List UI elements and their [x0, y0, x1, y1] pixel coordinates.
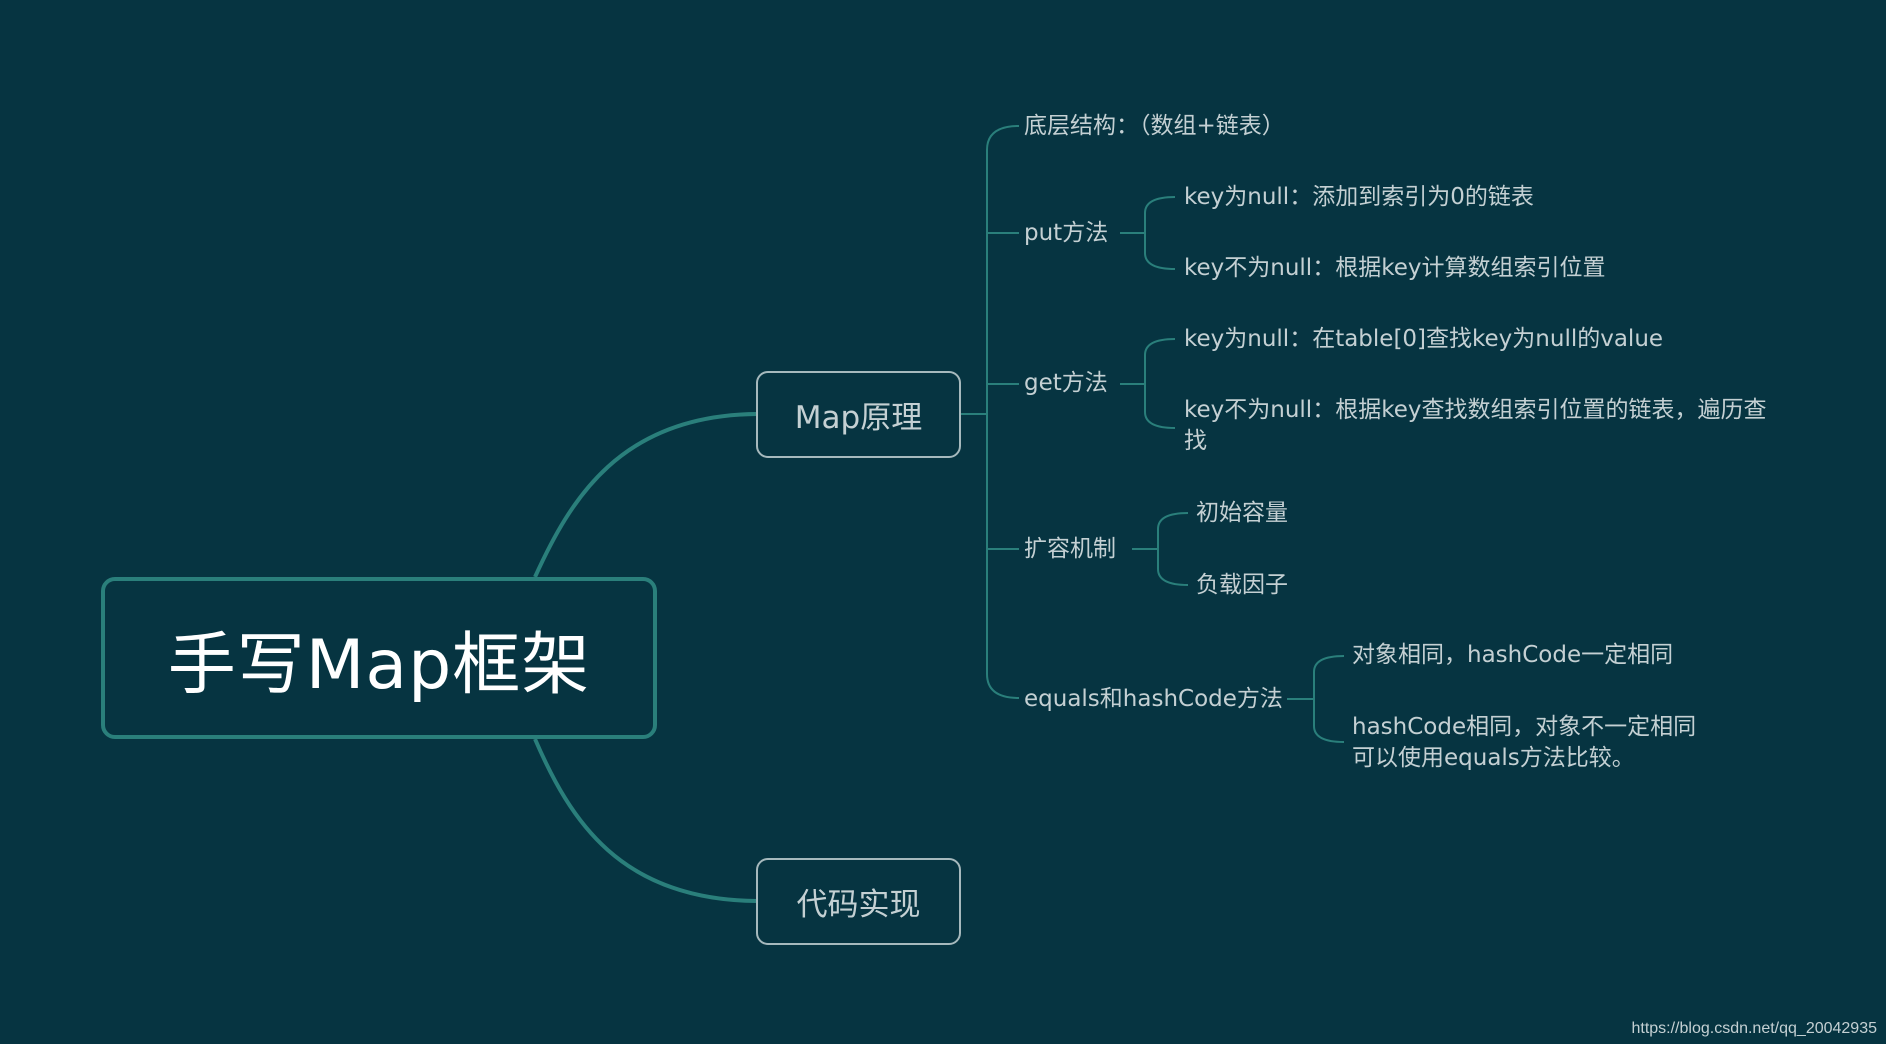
node-get-key-not-null[interactable]: key不为null：根据key查找数组索引位置的链表，遍历查找 [1184, 397, 1767, 454]
connector-expand-spine [1157, 512, 1189, 586]
node-get-method[interactable]: get方法 [1024, 370, 1108, 396]
node-same-hashcode-line1: hashCode相同，对象不一定相同 [1352, 714, 1697, 740]
connector-root-to-code-impl [533, 738, 758, 903]
connector-map-principle-spine [986, 125, 1020, 699]
node-equals-hashcode[interactable]: equals和hashCode方法 [1024, 686, 1283, 712]
node-map-principle[interactable]: Map原理 [756, 371, 961, 458]
watermark: https://blog.csdn.net/qq_20042935 [1631, 1020, 1877, 1037]
node-underlying-structure[interactable]: 底层结构：（数组+链表） [1024, 113, 1285, 139]
connector-put-spine [1144, 196, 1176, 270]
node-load-factor[interactable]: 负载因子 [1196, 572, 1288, 598]
node-put-key-not-null[interactable]: key不为null：根据key计算数组索引位置 [1184, 255, 1606, 281]
node-get-key-null[interactable]: key为null：在table[0]查找key为null的value [1184, 326, 1664, 352]
connector-equals-spine [1313, 655, 1345, 743]
node-put-method[interactable]: put方法 [1024, 220, 1109, 246]
node-expansion-mechanism[interactable]: 扩容机制 [1024, 536, 1116, 562]
node-code-implementation-label: 代码实现 [796, 887, 921, 923]
node-initial-capacity[interactable]: 初始容量 [1196, 500, 1288, 526]
node-put-key-null[interactable]: key为null：添加到索引为0的链表 [1184, 184, 1534, 210]
node-code-implementation[interactable]: 代码实现 [756, 858, 961, 945]
connector-root-to-map-principle [533, 412, 758, 578]
node-map-principle-label: Map原理 [794, 400, 923, 436]
node-same-object-same-hashcode[interactable]: 对象相同，hashCode一定相同 [1352, 642, 1674, 668]
node-same-hashcode-not-same-object[interactable]: hashCode相同，对象不一定相同 可以使用equals方法比较。 [1352, 712, 1696, 774]
connector-get-spine [1144, 338, 1176, 429]
root-title: 手写Map框架 [167, 625, 591, 705]
root-node[interactable]: 手写Map框架 [101, 577, 657, 739]
node-same-hashcode-line2: 可以使用equals方法比较。 [1352, 745, 1635, 771]
